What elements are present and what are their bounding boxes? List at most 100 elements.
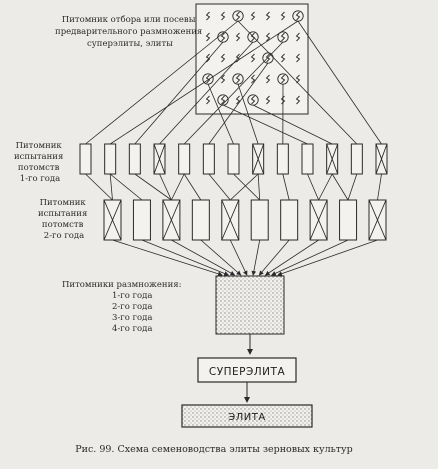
connector-line xyxy=(252,104,333,145)
plant-icon xyxy=(265,32,271,42)
trial-year1-plot xyxy=(202,143,215,175)
connector-line xyxy=(134,173,172,201)
trial-year1-plot xyxy=(79,143,92,175)
connector-lines-to-year1 xyxy=(85,20,382,145)
connector-line xyxy=(237,20,358,145)
trial-year2-label-line: испытания xyxy=(38,209,87,219)
connector-line xyxy=(307,173,319,201)
selection-nursery-label-line: предварительного размножения xyxy=(55,27,202,37)
propagation-label-line: 2-го года xyxy=(112,302,152,312)
superelite: СУПЕРЭЛИТА xyxy=(197,357,297,383)
rejected-plot-cross xyxy=(309,199,328,241)
propagation-label-line: 3-го года xyxy=(112,313,152,323)
connector-line xyxy=(222,104,308,145)
plant-icon xyxy=(295,74,301,84)
plant-icon xyxy=(295,53,301,63)
connector-arrow xyxy=(171,239,236,276)
trial-year1-label: Питомник испытания потомств 1-го года xyxy=(14,141,66,184)
connector-line xyxy=(230,173,259,201)
selection-nursery-label-line: Питомник отбора или посевы xyxy=(62,14,196,25)
plant-icon xyxy=(220,74,226,84)
plant-icon xyxy=(265,95,271,105)
connector-line xyxy=(109,20,299,145)
trial-year1-plot xyxy=(178,143,191,175)
trial-year1-plot xyxy=(301,143,314,175)
rejected-plot-cross xyxy=(103,199,122,241)
trial-year2-label-line: Питомник xyxy=(40,198,87,208)
plant-icon xyxy=(235,74,241,84)
propagation-box xyxy=(215,275,285,335)
plant-icon xyxy=(295,95,301,105)
trial-year1-label-line: 1-го года xyxy=(20,174,60,184)
connector-line xyxy=(85,20,239,145)
plant-icon xyxy=(235,11,241,21)
connector-line xyxy=(85,173,113,201)
propagation-label-line: 1-го года xyxy=(112,291,152,301)
rejected-plot-cross xyxy=(252,143,265,175)
connector-arrow xyxy=(200,239,242,276)
connector-line xyxy=(377,173,382,201)
trial-year1-label-line: испытания xyxy=(14,152,63,162)
superelite-box xyxy=(197,357,297,383)
connector-line xyxy=(207,83,234,145)
elite-label: ЭЛИТА xyxy=(228,412,265,423)
connector-arrow xyxy=(229,239,248,276)
trial-year2-plot xyxy=(339,199,358,241)
selection-nursery-box xyxy=(195,3,309,115)
trial-year1-label-line: Питомник xyxy=(16,141,63,151)
plant-icon xyxy=(205,95,211,105)
selection-nursery-label: Питомник отбора или посевы предварительн… xyxy=(55,14,205,49)
plant-icon xyxy=(265,74,271,84)
trial-year1-plot xyxy=(104,143,117,175)
trial-year2-plots xyxy=(103,199,387,241)
plant-icon xyxy=(220,32,226,42)
rejected-plot-cross xyxy=(153,143,166,175)
rejected-plot-cross xyxy=(375,143,388,175)
connector-line xyxy=(183,41,284,145)
trial-year1-plot xyxy=(128,143,141,175)
rejected-plot-cross xyxy=(162,199,181,241)
plant-icon xyxy=(235,32,241,42)
connector-arrow xyxy=(141,239,229,276)
elite: ЭЛИТА xyxy=(181,404,313,428)
connector-line xyxy=(282,173,290,201)
connector-arrow xyxy=(258,239,290,276)
superelite-label: СУПЕРЭЛИТА xyxy=(209,366,286,378)
connector-line xyxy=(171,173,185,201)
connector-line xyxy=(208,173,231,201)
trial-year2-plot xyxy=(191,199,210,241)
plant-icon xyxy=(220,95,226,105)
connector-line xyxy=(318,173,333,201)
connector-line xyxy=(159,173,172,201)
plant-icon xyxy=(295,11,301,21)
connector-arrow xyxy=(277,239,378,276)
plant-icon xyxy=(280,74,286,84)
plant-icon xyxy=(220,11,226,21)
plant-icon xyxy=(205,74,211,84)
trial-year1-plot xyxy=(227,143,240,175)
plant-icon xyxy=(205,32,211,42)
plant-icon xyxy=(220,53,226,63)
trial-year2-plot xyxy=(250,199,269,241)
plant-icon xyxy=(280,11,286,21)
plant-icon xyxy=(265,11,271,21)
trial-year1-plot xyxy=(276,143,289,175)
trial-year1-label-line: потомств xyxy=(18,163,60,173)
connector-arrow xyxy=(251,239,261,276)
trial-year2-label: Питомник испытания потомств 2-го года xyxy=(38,198,90,241)
propagation-label-line: 4-го года xyxy=(112,324,152,334)
propagation-nursery: Питомники размножения: 1-го года 2-го го… xyxy=(62,275,285,335)
connector-arrow xyxy=(112,239,223,277)
connector-arrow xyxy=(271,239,349,276)
connector-line xyxy=(109,173,113,201)
plant-icon xyxy=(205,11,211,21)
plant-icon xyxy=(235,95,241,105)
plant-icon xyxy=(250,95,256,105)
trial-year2-label-line: потомств xyxy=(42,220,84,230)
plant-icon xyxy=(250,53,256,63)
connector-line xyxy=(208,62,269,145)
connector-line xyxy=(159,41,254,145)
plant-icon xyxy=(295,32,301,42)
connector-arrow xyxy=(264,239,319,276)
